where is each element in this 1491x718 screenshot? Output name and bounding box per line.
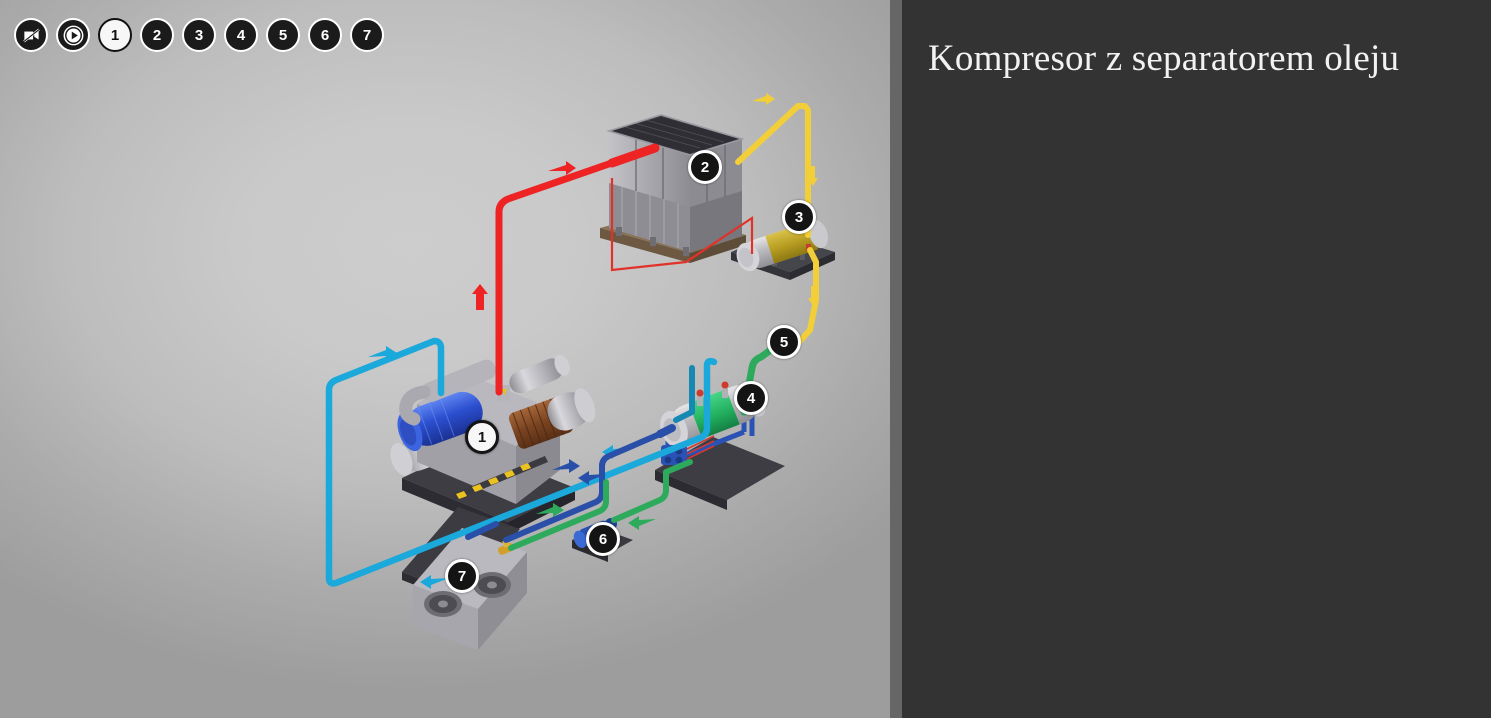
step-button-7[interactable]: 7 <box>350 18 384 52</box>
page-title: Kompresor z separatorem oleju <box>928 38 1400 79</box>
step-button-3[interactable]: 3 <box>182 18 216 52</box>
flow-arrow-blue <box>552 459 580 473</box>
pipe-refrigerant-green <box>508 345 776 551</box>
hotspot-marker-7[interactable]: 7 <box>445 559 479 593</box>
hotspot-marker-6[interactable]: 6 <box>586 522 620 556</box>
pipe-return-blue <box>465 424 676 543</box>
hotspot-marker-3[interactable]: 3 <box>782 200 816 234</box>
hotspot-marker-1[interactable]: 1 <box>465 420 499 454</box>
hotspot-marker-4[interactable]: 4 <box>734 381 768 415</box>
step-button-1[interactable]: 1 <box>98 18 132 52</box>
diagram-stage: 1 2 3 4 5 6 7 <box>0 0 890 718</box>
step-button-5[interactable]: 5 <box>266 18 300 52</box>
step-button-4[interactable]: 4 <box>224 18 258 52</box>
hotspot-marker-5[interactable]: 5 <box>767 325 801 359</box>
hotspot-marker-2[interactable]: 2 <box>688 150 722 184</box>
oil-separator-tank[interactable] <box>731 217 835 280</box>
info-panel: Kompresor z separatorem oleju <box>902 0 1491 718</box>
panel-divider <box>890 0 902 718</box>
video-off-icon <box>22 26 41 45</box>
process-diagram <box>325 93 835 650</box>
step-toolbar: 1 2 3 4 5 6 7 <box>14 18 384 52</box>
video-off-button[interactable] <box>14 18 48 52</box>
pipe-chilled-water-cyan <box>325 337 718 589</box>
step-button-6[interactable]: 6 <box>308 18 342 52</box>
air-cooled-condenser[interactable] <box>600 114 746 263</box>
pipe-hot-gas-red <box>472 143 754 396</box>
step-button-2[interactable]: 2 <box>140 18 174 52</box>
play-button[interactable] <box>56 18 90 52</box>
play-circle-icon <box>63 25 84 46</box>
